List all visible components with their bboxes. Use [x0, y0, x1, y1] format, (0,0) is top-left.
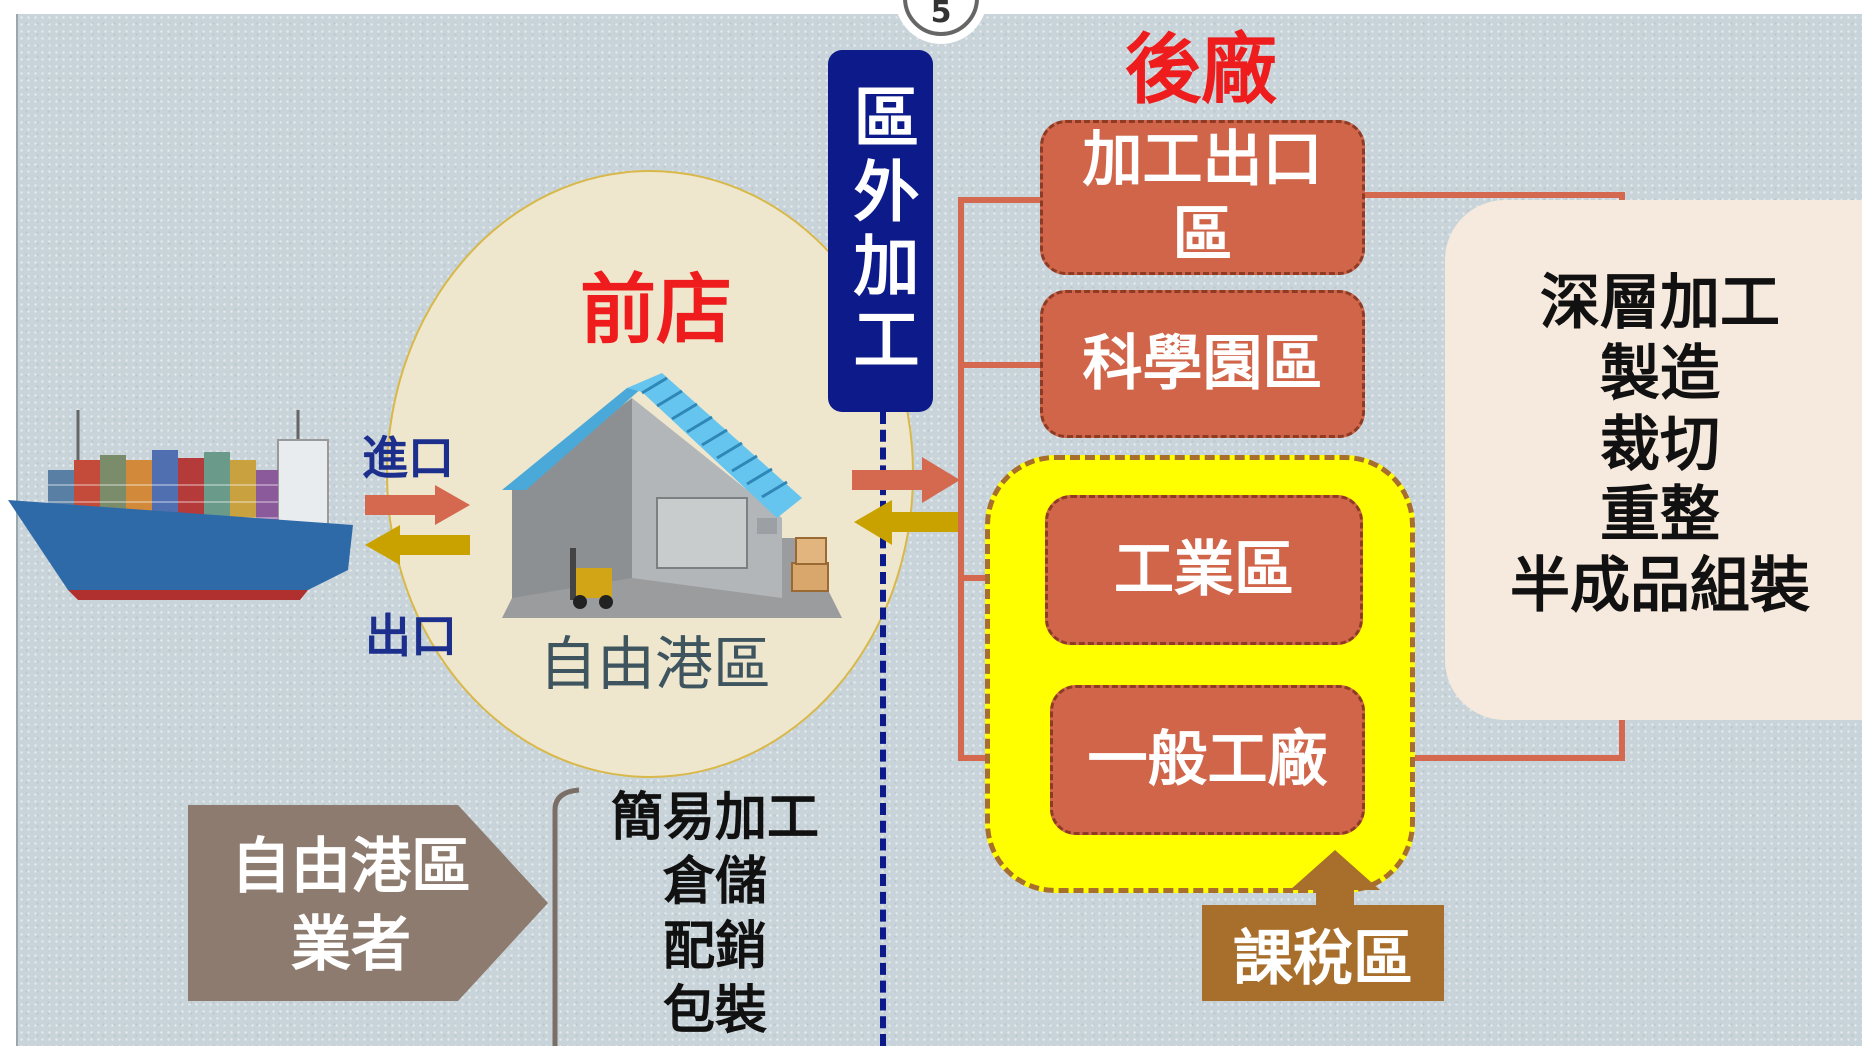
services-bracket	[552, 787, 580, 1046]
front-store-title: 前店	[580, 265, 732, 354]
free-port-label: 自由港區	[538, 630, 771, 698]
activity-item: 製造	[1600, 338, 1720, 409]
activity-item: 深層加工	[1540, 268, 1780, 338]
service-item: 簡易加工	[610, 788, 819, 848]
back-factory-title: 後廠	[1125, 25, 1277, 114]
outside-processing-label-box: 區外加工	[828, 50, 933, 412]
cargo-ship-icon	[8, 410, 353, 600]
general-factory-zone: 一般工廠	[1050, 685, 1365, 835]
warehouse-icon	[502, 373, 842, 618]
activities-list: 深層加工 製造 裁切 重整 半成品組裝	[1470, 268, 1850, 622]
export-label: 出口	[365, 609, 457, 663]
boundary-arrows	[852, 457, 960, 545]
outside-processing-label: 區外加工	[842, 83, 920, 379]
import-arrow	[365, 485, 470, 525]
activities-box	[1445, 200, 1862, 720]
operator-shape	[188, 805, 548, 1001]
taxed-area-label-box: 課稅區	[1202, 905, 1444, 1001]
taxed-area-label: 課稅區	[1233, 923, 1413, 994]
operator-services-list: 簡易加工 倉儲 配銷 包裝	[595, 786, 835, 1044]
operator-label: 自由港區業者	[231, 832, 471, 980]
service-item: 包裝	[662, 981, 767, 1042]
activity-item: 裁切	[1600, 409, 1720, 480]
taxed-arrow-icon	[1290, 850, 1380, 910]
service-item: 配銷	[662, 916, 767, 977]
science-park-zone: 科學園區	[1040, 290, 1365, 438]
activity-item: 重整	[1600, 480, 1720, 551]
activity-item: 半成品組裝	[1510, 551, 1810, 622]
industrial-zone: 工業區	[1045, 495, 1363, 645]
page-number: 5	[903, 0, 979, 36]
export-arrow	[365, 525, 470, 565]
import-label: 進口	[362, 431, 454, 485]
to-back-arrow	[852, 457, 960, 503]
port-arrows	[365, 485, 470, 565]
service-item: 倉儲	[662, 852, 767, 913]
export-processing-zone: 加工出口區	[1040, 120, 1365, 275]
boundary-line	[880, 412, 886, 1046]
to-front-arrow	[854, 500, 958, 545]
